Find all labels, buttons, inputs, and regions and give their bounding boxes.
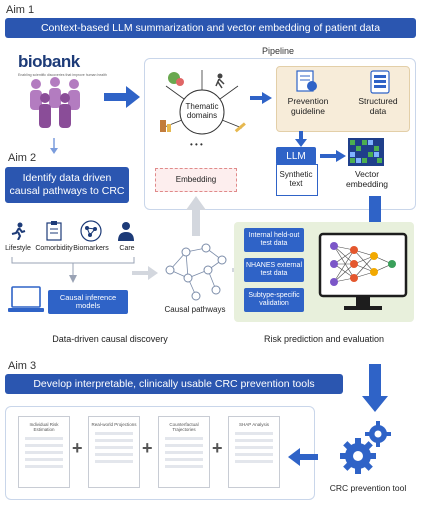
biobank-tagline: Enabling scientific discoveries that imp… (18, 73, 107, 77)
thematic-domains-label: Thematic domains (185, 102, 219, 121)
validation-nhanes: NHANES external test data (244, 258, 304, 282)
arrow-to-causal-pathways (132, 266, 158, 280)
factor-bracket (11, 257, 135, 283)
aim3-title: Aim 3 (8, 360, 37, 372)
validation-subtype: Subtype-specific validation (244, 288, 304, 312)
synthetic-text-box (276, 164, 318, 196)
plus-sign: + (72, 438, 83, 458)
structured-data-icon (370, 70, 390, 99)
causal-pathways-graph (160, 240, 232, 307)
aim1-banner: Context-based LLM summarization and vect… (5, 18, 416, 38)
factor-label-biomarkers: Biomarkers (73, 245, 109, 252)
dots: • • • (190, 140, 203, 149)
embedding-label: Embedding (175, 175, 217, 184)
plus-sign: + (142, 438, 153, 458)
food-icon (168, 72, 184, 86)
doc-title: Counterfactual Trajectories (169, 422, 199, 432)
doctor-icon (116, 221, 136, 246)
structured-data-label: Structured data (358, 96, 398, 116)
guideline-doc-icon (296, 70, 318, 99)
vector-embedding-grid (348, 138, 384, 171)
embedding-box (155, 168, 237, 192)
doc-title: SHAP Analysis (239, 422, 269, 427)
factor-label-comorbidity: Comorbidity (35, 245, 73, 252)
arrow-to-llm (295, 131, 307, 147)
causal-models-box: Causal inference models (48, 290, 128, 314)
doc-title: Individual Risk Estimation (29, 422, 59, 432)
biobank-logo-text: biobank (18, 52, 80, 71)
aim2-box: Identify data driven causal pathways to … (5, 167, 129, 203)
arrow-pathways-to-embedding (186, 196, 206, 236)
vector-embedding-label: Vector embedding (345, 169, 389, 189)
arrow-to-guideline (250, 92, 272, 104)
tool-label: CRC prevention tool (329, 483, 407, 493)
laptop-icon (8, 286, 44, 319)
arrow-to-tool (362, 364, 388, 412)
aim2-title: Aim 2 (8, 152, 37, 164)
clipboard-icon (46, 221, 62, 246)
plus-sign: + (212, 438, 223, 458)
pipeline-label: Pipeline (262, 46, 295, 56)
risk-caption: Risk prediction and evaluation (263, 334, 385, 344)
validation-internal: Internal held-out test data (244, 228, 304, 252)
doc-individual-risk: Individual Risk Estimation (18, 416, 70, 488)
arrow-biobank-to-aim2 (50, 138, 58, 154)
runner-icon (215, 73, 225, 89)
cigarette-icon (234, 122, 246, 133)
people-group-icon (22, 76, 88, 134)
arrow-to-pipeline (104, 86, 140, 108)
synthetic-text-label: Synthetic text (279, 170, 313, 189)
lifestyle-icon (10, 222, 28, 245)
aim2-caption: Data-driven causal discovery (52, 334, 168, 344)
doc-title: Real-world Projections (91, 422, 137, 427)
aim1-title: Aim 1 (6, 4, 35, 16)
doc-counterfactual: Counterfactual Trajectories (158, 416, 210, 488)
factor-label-lifestyle: Lifestyle (5, 245, 31, 252)
arrow-tool-to-docs (288, 448, 318, 466)
doc-shap: SHAP Analysis (228, 416, 280, 488)
drink-icon (160, 120, 171, 132)
gears-icon (338, 418, 394, 483)
llm-box: LLM (276, 147, 316, 165)
molecule-icon (80, 220, 102, 247)
thematic-domains-diagram (152, 64, 252, 160)
biobank-logo: biobank Enabling scientific discoveries … (18, 52, 118, 77)
neural-network-icon (318, 232, 408, 321)
factor-label-care: Care (119, 245, 135, 252)
prevention-guideline-label: Prevention guideline (287, 96, 329, 116)
aim3-banner: Develop interpretable, clinically usable… (5, 374, 343, 394)
causal-pathways-label: Causal pathways (164, 305, 226, 314)
doc-real-world: Real-world Projections (88, 416, 140, 488)
arrow-to-vector (320, 150, 346, 162)
